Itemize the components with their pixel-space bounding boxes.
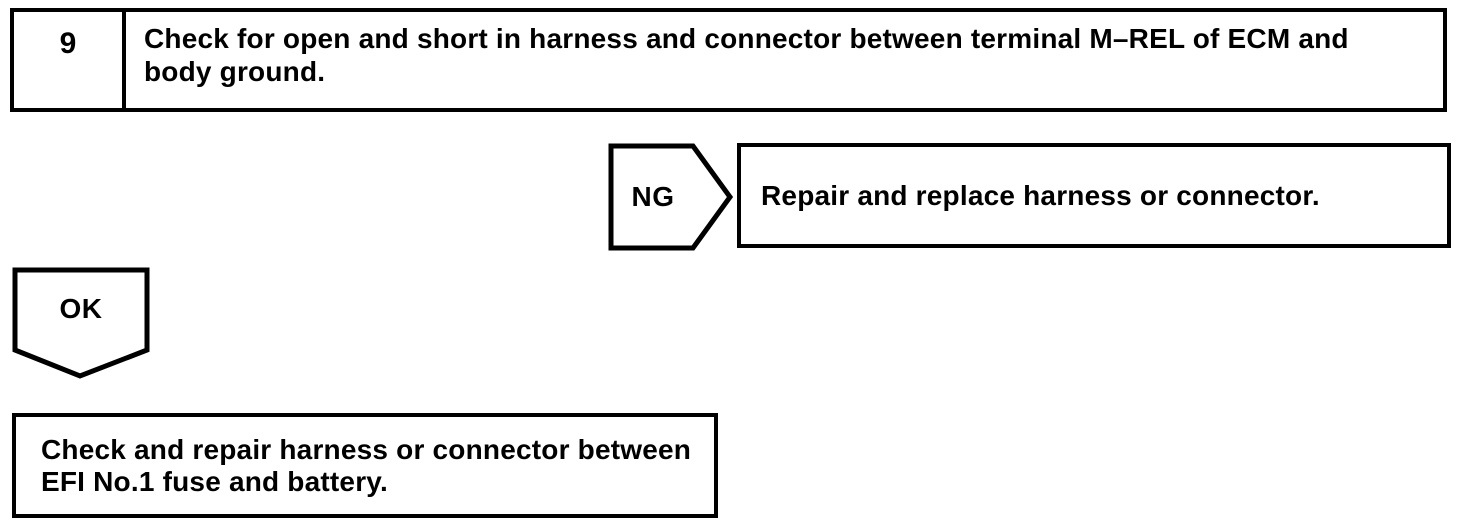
ng-action-box: Repair and replace harness or connector. <box>737 143 1451 248</box>
step-instruction: Check for open and short in harness and … <box>144 23 1349 87</box>
ok-action-text: Check and repair harness or connector be… <box>41 434 692 497</box>
ok-action-box: Check and repair harness or connector be… <box>12 413 718 518</box>
ng-pentagon-icon <box>608 143 734 251</box>
ok-label: OK <box>59 293 103 324</box>
ng-action-text: Repair and replace harness or connector. <box>761 179 1320 211</box>
ng-label: NG <box>631 181 675 212</box>
ng-connector-shape: NG <box>608 143 734 251</box>
step-number: 9 <box>14 12 126 108</box>
ok-pentagon-icon <box>12 267 150 379</box>
ok-connector-shape: OK <box>12 267 150 379</box>
step-box: 9 Check for open and short in harness an… <box>10 8 1447 112</box>
